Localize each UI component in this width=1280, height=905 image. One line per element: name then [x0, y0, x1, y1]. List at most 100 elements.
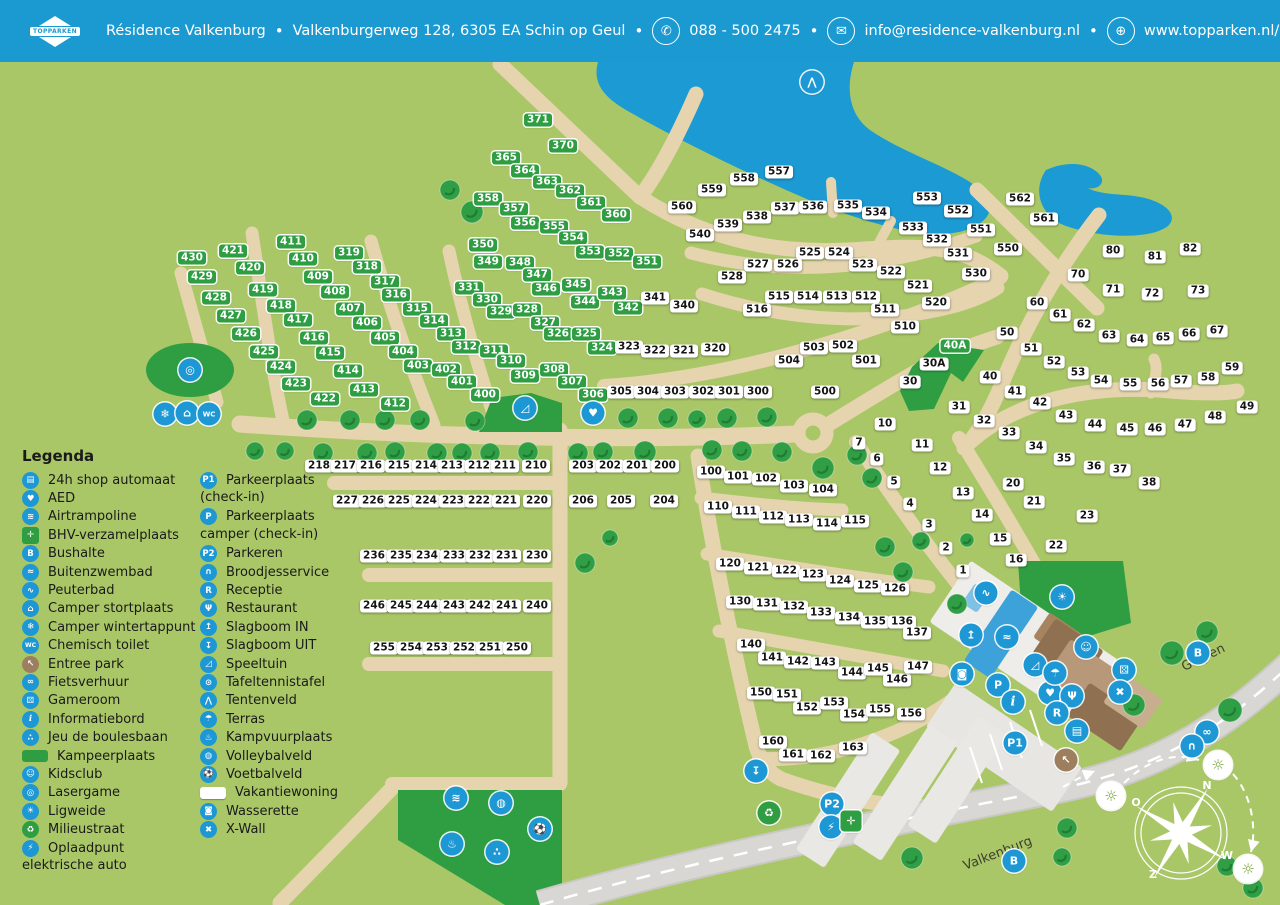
topparken-logo[interactable]: TOPPARKEN: [22, 15, 88, 47]
parking-stripe: [969, 746, 983, 784]
site-address: Valkenburgerweg 128, 6305 EA Schin op Ge…: [292, 23, 626, 39]
compass-letter-O: O: [1131, 796, 1140, 809]
email-icon: ✉: [827, 17, 856, 45]
tree-icon: [1242, 877, 1264, 899]
tree-detail: [431, 450, 443, 459]
tree-icon: [892, 561, 914, 583]
park-building: [1068, 683, 1142, 751]
tree-icon: [1122, 693, 1146, 717]
park-road: [826, 177, 838, 218]
tree-icon: [426, 442, 448, 464]
tree-icon: [633, 440, 657, 464]
tree-detail: [1200, 629, 1213, 638]
tree-icon: [701, 439, 723, 461]
tree-icon: [874, 536, 896, 558]
parking-stripe: [1029, 709, 1043, 747]
parking-or-terrace: [853, 726, 957, 860]
tree-detail: [866, 475, 878, 484]
header-contact-line: Résidence Valkenburg • Valkenburgerweg 1…: [106, 17, 1280, 45]
website-url[interactable]: www.topparken.nl/residence-valkenburg: [1143, 23, 1280, 39]
tree-icon: [592, 441, 614, 463]
tree-icon: [771, 441, 793, 463]
tree-detail: [1223, 707, 1236, 717]
tree-icon: [567, 442, 589, 464]
tree-icon: [687, 409, 707, 429]
pond-water: [1039, 163, 1172, 236]
sun-path-arrow: [1123, 750, 1200, 784]
tree-icon: [339, 409, 361, 431]
tree-detail: [776, 449, 788, 458]
header-bar: TOPPARKEN Résidence Valkenburg • Valkenb…: [0, 0, 1280, 62]
parking-or-terrace: [908, 717, 1006, 843]
tree-detail: [605, 536, 615, 543]
tree-icon: [356, 442, 378, 464]
tree-detail: [444, 187, 456, 196]
tree-detail: [344, 417, 356, 426]
tree-detail: [249, 449, 260, 456]
tree-icon: [601, 529, 619, 547]
tree-detail: [951, 601, 963, 610]
park-road: [272, 778, 402, 905]
compass-letter-Z: Z: [1149, 868, 1157, 881]
tree-icon: [384, 441, 406, 463]
tree-detail: [638, 449, 651, 458]
tree-detail: [579, 560, 591, 569]
tree-icon: [439, 179, 461, 201]
tree-detail: [414, 417, 426, 426]
tree-detail: [389, 449, 401, 458]
compass-letter-W: W: [1221, 849, 1233, 862]
tree-detail: [1247, 885, 1259, 894]
tree-detail: [456, 450, 468, 459]
tree-detail: [469, 418, 481, 427]
park-road: [1145, 353, 1162, 399]
tree-detail: [379, 417, 391, 426]
separator-dot: •: [634, 22, 644, 40]
logo-fan-bottom: [39, 36, 71, 47]
tree-icon: [846, 444, 868, 466]
sun-path-arrow: [1232, 773, 1260, 853]
tree-detail: [761, 414, 773, 423]
website-icon: ⊕: [1106, 17, 1135, 45]
tree-detail: [851, 452, 863, 461]
park-road: [969, 182, 1105, 316]
phone-number[interactable]: 088 - 500 2475: [689, 23, 801, 39]
tree-icon: [479, 442, 501, 464]
tree-icon: [959, 532, 975, 548]
tree-detail: [301, 417, 313, 426]
tree-detail: [572, 450, 584, 459]
park-road: [694, 491, 849, 517]
tree-icon: [946, 593, 968, 615]
tree-detail: [522, 449, 534, 458]
tree-icon: [275, 441, 295, 461]
tree-detail: [1165, 650, 1178, 660]
email-address[interactable]: info@residence-valkenburg.nl: [864, 23, 1080, 39]
roundabout: [792, 412, 834, 454]
logo-fan-top: [39, 15, 71, 26]
tree-icon: [1195, 620, 1219, 644]
tree-detail: [736, 448, 748, 457]
tree-detail: [879, 544, 891, 553]
park-road: [231, 415, 805, 447]
tree-icon: [296, 409, 318, 431]
tree-detail: [361, 450, 373, 459]
tree-detail: [597, 449, 609, 458]
tree-icon: [1056, 817, 1078, 839]
tree-icon: [409, 409, 431, 431]
tree-detail: [1056, 855, 1067, 862]
tree-detail: [905, 855, 918, 864]
tree-icon: [1159, 640, 1185, 666]
tree-detail: [962, 538, 971, 545]
tree-detail: [721, 415, 733, 424]
tree-icon: [574, 552, 596, 574]
lasergame-field-area: [146, 343, 234, 397]
compass-star: [1136, 788, 1226, 878]
park-road: [245, 226, 291, 432]
site-name: Résidence Valkenburg: [106, 23, 266, 39]
park-road: [632, 86, 704, 205]
logo-wordmark: TOPPARKEN: [29, 26, 81, 36]
separator-dot: •: [1089, 22, 1098, 40]
tree-icon: [312, 442, 334, 464]
tree-detail: [915, 539, 926, 546]
